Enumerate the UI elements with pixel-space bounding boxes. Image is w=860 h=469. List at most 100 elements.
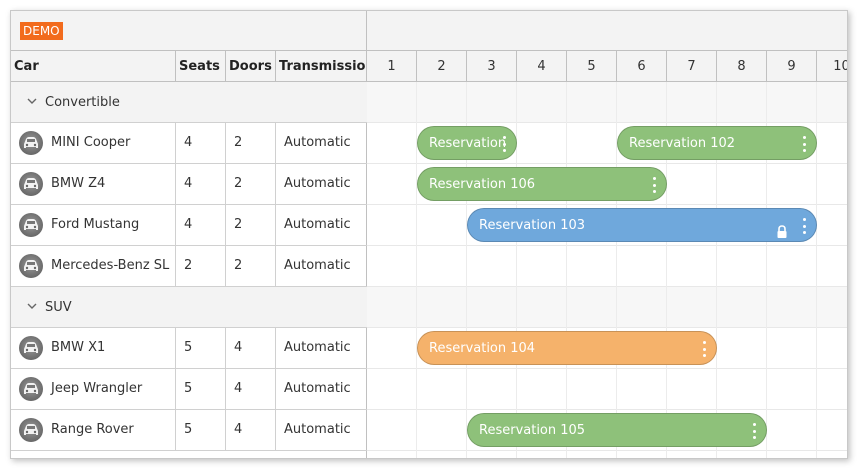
timeline-day-3: 3	[467, 51, 517, 82]
menu-dot	[752, 423, 756, 426]
timeline-top-header	[367, 11, 847, 51]
grid-line	[416, 82, 417, 458]
grid-line	[466, 82, 467, 458]
timeline-day-6: 6	[617, 51, 667, 82]
timeline-group-row	[367, 287, 847, 328]
lock-icon	[776, 219, 788, 238]
timeline-day-10: 10	[817, 51, 847, 82]
car-cell: BMW X1	[11, 328, 176, 368]
seats-cell: 4	[176, 205, 226, 245]
menu-dot	[652, 190, 656, 193]
doors-cell: 4	[226, 410, 276, 450]
group-label[interactable]: SUV	[27, 287, 72, 328]
chevron-down-icon[interactable]	[27, 82, 41, 123]
timeline-row[interactable]	[367, 246, 847, 287]
car-icon	[19, 418, 43, 442]
car-icon	[19, 254, 43, 278]
reservation-event[interactable]: Reservation 102	[617, 126, 817, 160]
menu-dot	[652, 177, 656, 180]
grid-line	[616, 82, 617, 458]
car-cell: BMW Z4	[11, 164, 176, 204]
seats-cell: 4	[176, 123, 226, 163]
doors-cell: 2	[226, 123, 276, 163]
timeline-row[interactable]	[367, 410, 847, 451]
column-header-car[interactable]: Car	[11, 51, 176, 82]
menu-dot	[802, 231, 806, 234]
timeline-row[interactable]	[367, 164, 847, 205]
car-cell: Mercedes-Benz SL	[11, 246, 176, 286]
reservation-event[interactable]: Reservation 101	[417, 126, 517, 185]
menu-dot	[652, 183, 656, 187]
more-menu-icon[interactable]	[652, 177, 656, 193]
car-cell: Ford Mustang	[11, 205, 176, 245]
timeline-row[interactable]	[367, 328, 847, 369]
menu-dot	[802, 224, 806, 228]
demo-badge: DEMO	[20, 22, 63, 40]
reservation-event[interactable]: Reservation 105	[467, 413, 767, 447]
transmission-cell: Automatic	[284, 422, 351, 437]
car-icon	[19, 131, 43, 155]
car-name: Range Rover	[51, 422, 134, 437]
seats-cell: 5	[176, 369, 226, 409]
transmission-cell: Automatic	[284, 381, 351, 396]
seats-cell: 2	[176, 246, 226, 286]
transmission-cell: Automatic	[284, 135, 351, 150]
grid-line	[566, 82, 567, 458]
group-label[interactable]: Convertible	[27, 82, 120, 123]
doors-cell: 2	[226, 246, 276, 286]
car-icon	[19, 336, 43, 360]
more-menu-icon[interactable]	[802, 136, 806, 152]
car-name: Ford Mustang	[51, 217, 140, 232]
timeline-row[interactable]	[367, 205, 847, 246]
car-name: MINI Cooper	[51, 135, 131, 150]
car-name: Jeep Wrangler	[51, 381, 143, 396]
timeline-row[interactable]	[367, 123, 847, 164]
grid-line	[766, 82, 767, 458]
timeline-grid: Reservation 101 Reservation 102Reservatio…	[367, 82, 847, 458]
timeline-day-2: 2	[417, 51, 467, 82]
reservation-event[interactable]: Reservation 103	[467, 208, 817, 242]
doors-cell: 2	[226, 205, 276, 245]
column-header-doors[interactable]: Doors	[226, 51, 276, 82]
menu-dot	[502, 136, 506, 139]
group-row[interactable]: SUV	[11, 287, 367, 328]
menu-dot	[502, 142, 506, 146]
timeline-day-9: 9	[767, 51, 817, 82]
column-header-transmission[interactable]: Transmission	[276, 51, 367, 82]
timeline-day-5: 5	[567, 51, 617, 82]
car-cell: Range Rover	[11, 410, 176, 450]
chevron-down-icon[interactable]	[27, 287, 41, 328]
car-icon	[19, 172, 43, 196]
more-menu-icon[interactable]	[752, 423, 756, 439]
grid-line	[666, 82, 667, 458]
group-row[interactable]: Convertible	[11, 82, 367, 123]
doors-cell: 2	[226, 164, 276, 204]
timeline-day-header: 12345678910	[367, 51, 847, 82]
timeline-row[interactable]	[367, 369, 847, 410]
transmission-cell: Automatic	[284, 258, 351, 273]
column-header-seats[interactable]: Seats	[176, 51, 226, 82]
more-menu-icon[interactable]	[802, 218, 806, 234]
grid-line	[516, 82, 517, 458]
seats-cell: 4	[176, 164, 226, 204]
reservation-label: Reservation 105	[479, 423, 586, 438]
reservation-event[interactable]: Reservation 106	[417, 167, 667, 201]
more-menu-icon[interactable]	[502, 136, 506, 152]
reservation-event[interactable]: Reservation 104	[417, 331, 717, 365]
more-menu-icon[interactable]	[702, 341, 706, 357]
timeline: 12345678910 Reservation 101Reservation 1…	[367, 11, 847, 458]
transmission-cell: Automatic	[284, 217, 351, 232]
scheduler: DEMO Car Seats Doors Transmission Conver…	[10, 10, 848, 459]
column-header-row: Car Seats Doors Transmission	[11, 51, 367, 82]
transmission-cell: Automatic	[284, 176, 351, 191]
menu-dot	[802, 218, 806, 221]
seats-cell: 5	[176, 328, 226, 368]
menu-dot	[752, 436, 756, 439]
